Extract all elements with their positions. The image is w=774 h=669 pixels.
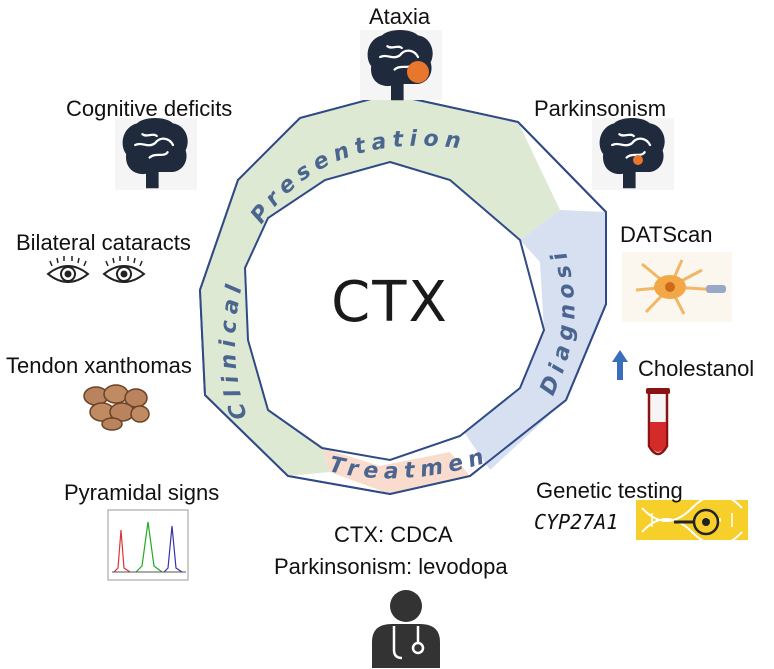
ataxia-brain-icon [360, 28, 442, 102]
presentation-segment [200, 94, 560, 476]
label-ataxia: Ataxia [369, 4, 431, 29]
eye-icons [47, 255, 145, 283]
neuron-icon [622, 252, 732, 322]
xanthoma-icon [83, 384, 150, 431]
label-treatment-parkinsonism: Parkinsonism: levodopa [274, 554, 508, 579]
label-parkinsonism: Parkinsonism [534, 96, 667, 121]
label-pyramidal-signs: Pyramidal signs [64, 480, 220, 505]
cognitive-brain-icon [115, 116, 197, 190]
treatment-segment [322, 448, 470, 494]
label-gene: CYP27A1 [534, 510, 619, 534]
label-treatment-ctx: CTX: CDCA [334, 522, 453, 547]
up-arrow-icon [612, 350, 628, 380]
label-cholestanol: Cholestanol [638, 356, 755, 381]
parkinsonism-brain-icon [592, 116, 674, 190]
doctor-icon [372, 590, 440, 668]
ring-outer-line [198, 92, 607, 496]
label-genetic-testing: Genetic testing [536, 478, 683, 503]
histogram-icon [107, 509, 189, 581]
label-bilateral-cataracts: Bilateral cataracts [16, 230, 191, 255]
label-datscan: DATScan [620, 222, 713, 247]
label-cognitive-deficits: Cognitive deficits [66, 96, 233, 121]
test-tube-icon [646, 388, 670, 456]
label-tendon-xanthomas: Tendon xanthomas [6, 353, 192, 378]
ring-inner [243, 160, 546, 462]
center-title: CTX [331, 270, 449, 335]
dna-icon [636, 494, 748, 546]
